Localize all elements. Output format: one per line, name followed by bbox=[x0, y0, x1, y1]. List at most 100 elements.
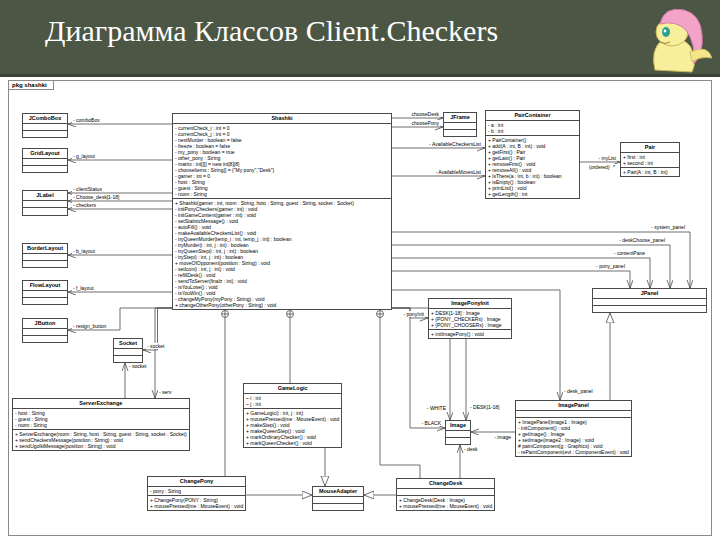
association-arrow bbox=[392, 232, 690, 288]
class-operation: + getFirst() : Pair bbox=[488, 149, 577, 155]
class-attribute: + {PONY_CHOOSERs} : Image bbox=[431, 322, 509, 328]
class-attribute: - room : String bbox=[175, 191, 389, 197]
class-operation: + ImagePanel(image1 : Image) bbox=[518, 419, 629, 425]
class-operation: + removeAll() : void bbox=[488, 167, 577, 173]
operation-compartment: + ChangeDesk(Desk : Image)+ mousePressed… bbox=[397, 495, 494, 510]
operation-compartment bbox=[313, 503, 363, 510]
class-name: ChangeDesk bbox=[397, 479, 494, 488]
class-operation: + getLast() : Pair bbox=[488, 155, 577, 161]
class-operation: - refillDesk() : void bbox=[175, 272, 389, 278]
association-arrow bbox=[466, 339, 467, 420]
association-arrow bbox=[125, 363, 126, 398]
association-arrow bbox=[68, 193, 172, 194]
class-operation: - isYouWin() : void bbox=[175, 290, 389, 296]
class-operation: + markQueenChecker() : void bbox=[246, 440, 339, 446]
attribute-compartment bbox=[23, 290, 67, 297]
class-operation: # paintComponent(g : Graphics) : void bbox=[518, 443, 629, 449]
role-name: - desk_panel bbox=[563, 388, 594, 394]
multiplicity-label: {ordered} bbox=[588, 164, 611, 170]
class-name: FlowLayout bbox=[23, 281, 67, 290]
class-operation: + mousePressed(me : MouseEvent) : void bbox=[150, 503, 243, 509]
class-attribute: ~ i : int bbox=[246, 395, 339, 401]
class-operation: - tryStep(i : int, j : int) : boolean bbox=[175, 254, 389, 260]
association-arrow bbox=[392, 258, 650, 288]
header-rule bbox=[0, 74, 720, 77]
role-name: - ponyInit bbox=[402, 311, 425, 317]
class-operation: + changeOtherPony(otherPony : String) : … bbox=[175, 302, 389, 308]
class-operation: + markOrdinaryChecker() : void bbox=[246, 434, 339, 440]
attribute-compartment bbox=[23, 158, 67, 165]
association-arrow bbox=[68, 308, 172, 330]
class-attribute: + second : int bbox=[623, 160, 677, 166]
class-operation: + PairContainer() bbox=[488, 137, 577, 143]
attribute-compartment bbox=[593, 298, 706, 305]
attribute-compartment: - host : String- guest : String- room : … bbox=[13, 408, 189, 429]
attribute-compartment bbox=[114, 348, 142, 355]
attribute-compartment: - pony : String bbox=[148, 486, 245, 495]
class-box: JButton bbox=[22, 318, 68, 343]
class-box: ServerExchange- host : String- guest : S… bbox=[12, 398, 190, 451]
association-arrow bbox=[392, 245, 670, 288]
pony-picture bbox=[654, 9, 712, 72]
class-operation: + GameLogic(i : int, j : int) bbox=[246, 410, 339, 416]
class-attribute: - room : String bbox=[15, 422, 187, 428]
role-name: - AvailableCheckersList bbox=[428, 141, 482, 147]
class-name: Pair bbox=[621, 143, 679, 152]
role-name: - f_layout bbox=[72, 285, 95, 291]
class-box: PairContainer- a : int- b : int+ PairCon… bbox=[485, 110, 580, 199]
class-box: JFrame bbox=[443, 112, 477, 137]
operation-compartment bbox=[593, 305, 706, 312]
association-arrow bbox=[392, 148, 485, 149]
class-attribute: - gamer : int = 0 bbox=[175, 173, 389, 179]
class-operation: + Pair(A : int, B : int) bbox=[623, 169, 677, 175]
class-name: JComboBox bbox=[23, 114, 67, 123]
package-frame: pkg shashkiJComboBoxGridLayoutJLabelBord… bbox=[8, 80, 712, 536]
operation-compartment: + Pair(A : int, B : int) bbox=[621, 167, 679, 176]
class-box: ChangeDesk + ChangeDesk(Desk : Image)+ mo… bbox=[396, 478, 495, 511]
association-arrow bbox=[155, 308, 172, 398]
class-attribute: - matrix : int[][] = new int[8][8] bbox=[175, 161, 389, 167]
attribute-compartment bbox=[23, 328, 67, 335]
role-name: - contentPane bbox=[613, 250, 646, 256]
operation-compartment bbox=[23, 207, 67, 214]
class-operation: + makeQueenStep() : void bbox=[246, 428, 339, 434]
class-operation: + isEmpty() : boolean bbox=[488, 179, 577, 185]
association-arrow bbox=[392, 290, 560, 400]
class-attribute: - a : int bbox=[488, 122, 577, 128]
class-operation: + mousePressed(me : MouseEvent) : void bbox=[246, 416, 339, 422]
association-arrow bbox=[392, 127, 443, 128]
class-box: GridLayout bbox=[22, 148, 68, 173]
class-name: ImagePonyInit bbox=[429, 299, 511, 308]
class-attribute: + DESK[1-18] : Image bbox=[431, 310, 509, 316]
class-name: BorderLayout bbox=[23, 244, 67, 253]
operation-compartment bbox=[23, 130, 67, 137]
operation-compartment: + PairContainer()+ add(A : int, B : int)… bbox=[486, 135, 579, 198]
role-name: - b_layout bbox=[72, 248, 96, 254]
header-band bbox=[0, 0, 720, 76]
attribute-compartment: ~ i : int~ j : int bbox=[244, 393, 341, 408]
role-name: - clientStatus bbox=[72, 186, 103, 192]
role-name: - deskChoose_panel bbox=[618, 237, 666, 243]
class-operation: + isThere(a : int, b : int) : boolean bbox=[488, 173, 577, 179]
class-operation: + makeStep() : void bbox=[246, 422, 339, 428]
role-name: - g_layout bbox=[72, 153, 96, 159]
class-box: FlowLayout bbox=[22, 280, 68, 305]
attribute-compartment bbox=[23, 123, 67, 130]
class-box: MouseAdapter bbox=[312, 486, 364, 511]
class-operation: + Shashki(gamer : int, room : String, ho… bbox=[175, 200, 389, 206]
class-box: JPanel bbox=[592, 288, 707, 313]
class-operation: + ChangeDesk(Desk : Image) bbox=[399, 497, 492, 503]
class-attribute: - other_pony : String bbox=[175, 155, 389, 161]
class-attribute: - freeze : boolean = false bbox=[175, 143, 389, 149]
role-name: - BLACK bbox=[421, 420, 442, 426]
class-operation: + initImagePony() : void bbox=[431, 331, 509, 337]
class-name: ImagePanel bbox=[516, 401, 631, 410]
nesting-line bbox=[290, 310, 291, 383]
association-arrow bbox=[68, 292, 172, 293]
attribute-compartment bbox=[313, 496, 363, 503]
operation-compartment: + ServerExchange(room : String, host : S… bbox=[13, 429, 189, 450]
class-name: JPanel bbox=[593, 289, 706, 298]
attribute-compartment: + first : int+ second : int bbox=[621, 152, 679, 167]
pony-mouth bbox=[660, 42, 670, 44]
class-attribute: + first : int bbox=[623, 154, 677, 160]
